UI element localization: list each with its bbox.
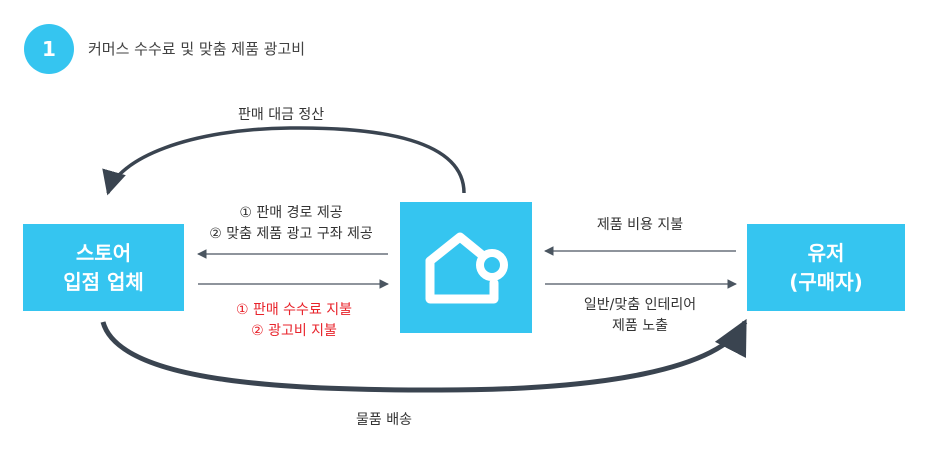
from-store-label-line2: ② 광고비 지불: [251, 323, 337, 339]
to-store-label-line1: ① 판매 경로 제공: [239, 205, 343, 221]
to-user-label-line2: 제품 노출: [612, 318, 668, 334]
store-label-line2: 입점 업체: [63, 269, 144, 294]
user-node: 유저 (구매자): [747, 224, 905, 311]
to-user-label: 일반/맞춤 인테리어 제품 노출: [545, 295, 735, 337]
store-node: 스토어 입점 업체: [23, 224, 184, 311]
settlement-arrow: [102, 126, 466, 196]
from-user-label: 제품 비용 지불: [596, 217, 684, 233]
step-badge: 1: [24, 24, 74, 74]
to-user-label-line1: 일반/맞춤 인테리어: [583, 297, 697, 313]
platform-node: [400, 202, 532, 333]
delivery-label: 물품 배송: [356, 412, 412, 428]
user-label-line1: 유저: [807, 240, 845, 265]
from-store-label-line1: ① 판매 수수료 지불: [235, 302, 353, 318]
settlement-label: 판매 대금 정산: [238, 107, 325, 123]
home-pin-icon: [425, 232, 508, 303]
section-title: 커머스 수수료 및 맞춤 제품 광고비: [88, 40, 306, 58]
user-label-line2: (구매자): [789, 269, 863, 294]
to-store-label-line2: ② 맞춤 제품 광고 구좌 제공: [209, 226, 373, 242]
store-label-line1: 스토어: [75, 240, 132, 265]
to-store-label: ① 판매 경로 제공 ② 맞춤 제품 광고 구좌 제공: [186, 203, 396, 245]
from-store-label: ① 판매 수수료 지불 ② 광고비 지불: [196, 300, 392, 342]
delivery-arrow: [100, 318, 748, 393]
